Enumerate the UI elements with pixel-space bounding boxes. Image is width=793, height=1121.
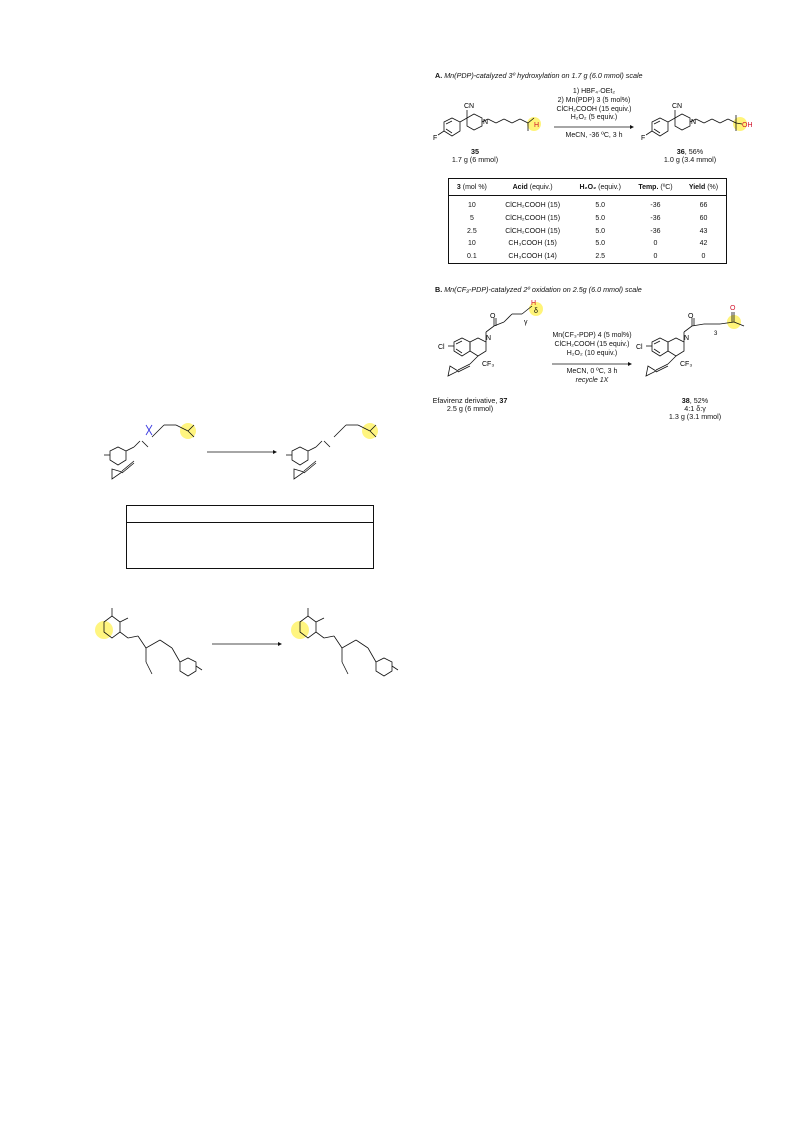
ketone-o: O — [730, 305, 736, 312]
left-table-header-rule — [127, 522, 373, 523]
condition-2: 2) Mn(PDP) 3 (5 mol%) — [557, 96, 631, 104]
left-empty-table — [126, 505, 374, 569]
condition-3: ClCH₂COOH (15 equiv.) — [556, 105, 632, 113]
optimization-table: 3 (mol %) Acid (equiv.) H₂O₂ (equiv.) Te… — [448, 178, 727, 264]
left-scheme-1-sm — [104, 423, 196, 480]
scheme-a-conditions: 1) HBF₄·OEt₂ 2) Mn(PDP) 3 (5 mol%) ClCH₂… — [534, 88, 654, 123]
compound-36-label: 36, 56% — [676, 147, 704, 156]
scheme-a-conditions-below: MeCN, -36 ºC, 3 h — [565, 132, 623, 139]
reaction-arrow-b — [552, 362, 632, 366]
atom-cf3: CF₃ — [482, 361, 494, 368]
chain-subscript: 3 — [714, 331, 718, 337]
scheme-b-conditions: Mn(CF₃-PDP) 4 (5 mol%) ClCH₂COOH (15 equ… — [532, 332, 652, 358]
atom-o: O — [490, 313, 496, 320]
atom-o: O — [688, 313, 694, 320]
condition-1: 1) HBF₄·OEt₂ — [572, 88, 616, 95]
condition-4: H₂O₂ (5 equiv.) — [570, 114, 618, 122]
compound-37-amount: 2.5 g (6 mmol) — [446, 404, 494, 413]
condition-1: Mn(CF₃-PDP) 4 (5 mol%) — [552, 332, 632, 339]
col-acid: Acid (equiv.) — [494, 178, 571, 196]
highlight-secondary-ch2 — [529, 302, 543, 316]
compound-36-amount: 1.0 g (3.4 mmol) — [663, 155, 717, 164]
scheme-b-title-text: Mn(CF₃-PDP)-catalyzed 2º oxidation on 2.… — [444, 285, 642, 294]
gamma-label: γ — [524, 319, 528, 326]
condition-3: H₂O₂ (10 equiv.) — [566, 349, 618, 357]
compound-38-label: 38, 52% — [681, 396, 709, 405]
atom-n: N — [691, 119, 696, 126]
atom-cf3: CF₃ — [680, 361, 692, 368]
left-scheme-1-product — [286, 423, 378, 480]
left-scheme-2-product — [291, 608, 399, 677]
scheme-b-letter: B. — [435, 285, 443, 294]
reaction-arrow-a — [554, 125, 634, 129]
left-scheme-2-sm — [95, 608, 203, 677]
atom-h: H — [534, 122, 539, 129]
compound-38-structure: Cl N O O 3 CF₃ — [636, 305, 745, 377]
condition-2: ClCH₂COOH (15 equiv.) — [554, 340, 630, 348]
atom-cl: Cl — [438, 344, 445, 351]
atom-cn: CN — [672, 103, 682, 110]
col-catalyst: 3 (mol %) — [448, 178, 495, 196]
atom-cl: Cl — [636, 344, 643, 351]
atom-cn: CN — [464, 103, 474, 110]
atom-h: H — [531, 300, 536, 307]
scheme-b-conditions-below: MeCN, 0 ºC, 3 h recycle 1X — [532, 368, 652, 386]
left-scheme-1-arrow — [207, 450, 277, 454]
compound-35-structure: CN N F H — [433, 103, 541, 142]
compound-35-amount: 1.7 g (6 mmol) — [451, 155, 499, 164]
col-yield: Yield (%) — [680, 178, 727, 196]
compound-38-ratio: 4:1 δ:γ — [684, 404, 706, 413]
scheme-b-title: B. Mn(CF₃-PDP)-catalyzed 2º oxidation on… — [435, 285, 642, 294]
condition-recycle: recycle 1X — [575, 376, 609, 384]
col-temp: Temp. (ºC) — [630, 178, 681, 196]
atom-f: F — [433, 135, 437, 142]
atom-oh: OH — [742, 122, 753, 129]
atom-n: N — [684, 335, 689, 342]
table-header-row: 3 (mol %) Acid (equiv.) H₂O₂ (equiv.) Te… — [448, 178, 727, 196]
atom-f: F — [641, 135, 645, 142]
compound-35-number: 35 — [471, 147, 479, 156]
compound-38-amount: 1.3 g (3.1 mmol) — [668, 412, 722, 421]
condition-solvent: MeCN, 0 ºC, 3 h — [566, 368, 618, 375]
delta-label: δ — [534, 308, 538, 315]
scheme-a-title: A. Mn(PDP)-catalyzed 3º hydroxylation on… — [435, 71, 643, 80]
left-scheme-2-arrow — [212, 642, 282, 646]
compound-37-label: Efavirenz derivative, 37 — [432, 396, 508, 405]
atom-n: N — [486, 335, 491, 342]
col-h2o2: H₂O₂ (equiv.) — [570, 178, 631, 196]
compound-36-structure: CN N F OH — [641, 103, 753, 142]
atom-n: N — [483, 119, 488, 126]
scheme-a-letter: A. — [435, 71, 443, 80]
scheme-a-title-text: Mn(PDP)-catalyzed 3º hydroxylation on 1.… — [444, 71, 643, 80]
compound-37-structure: Cl N O CF₃ H δ γ — [438, 300, 543, 377]
